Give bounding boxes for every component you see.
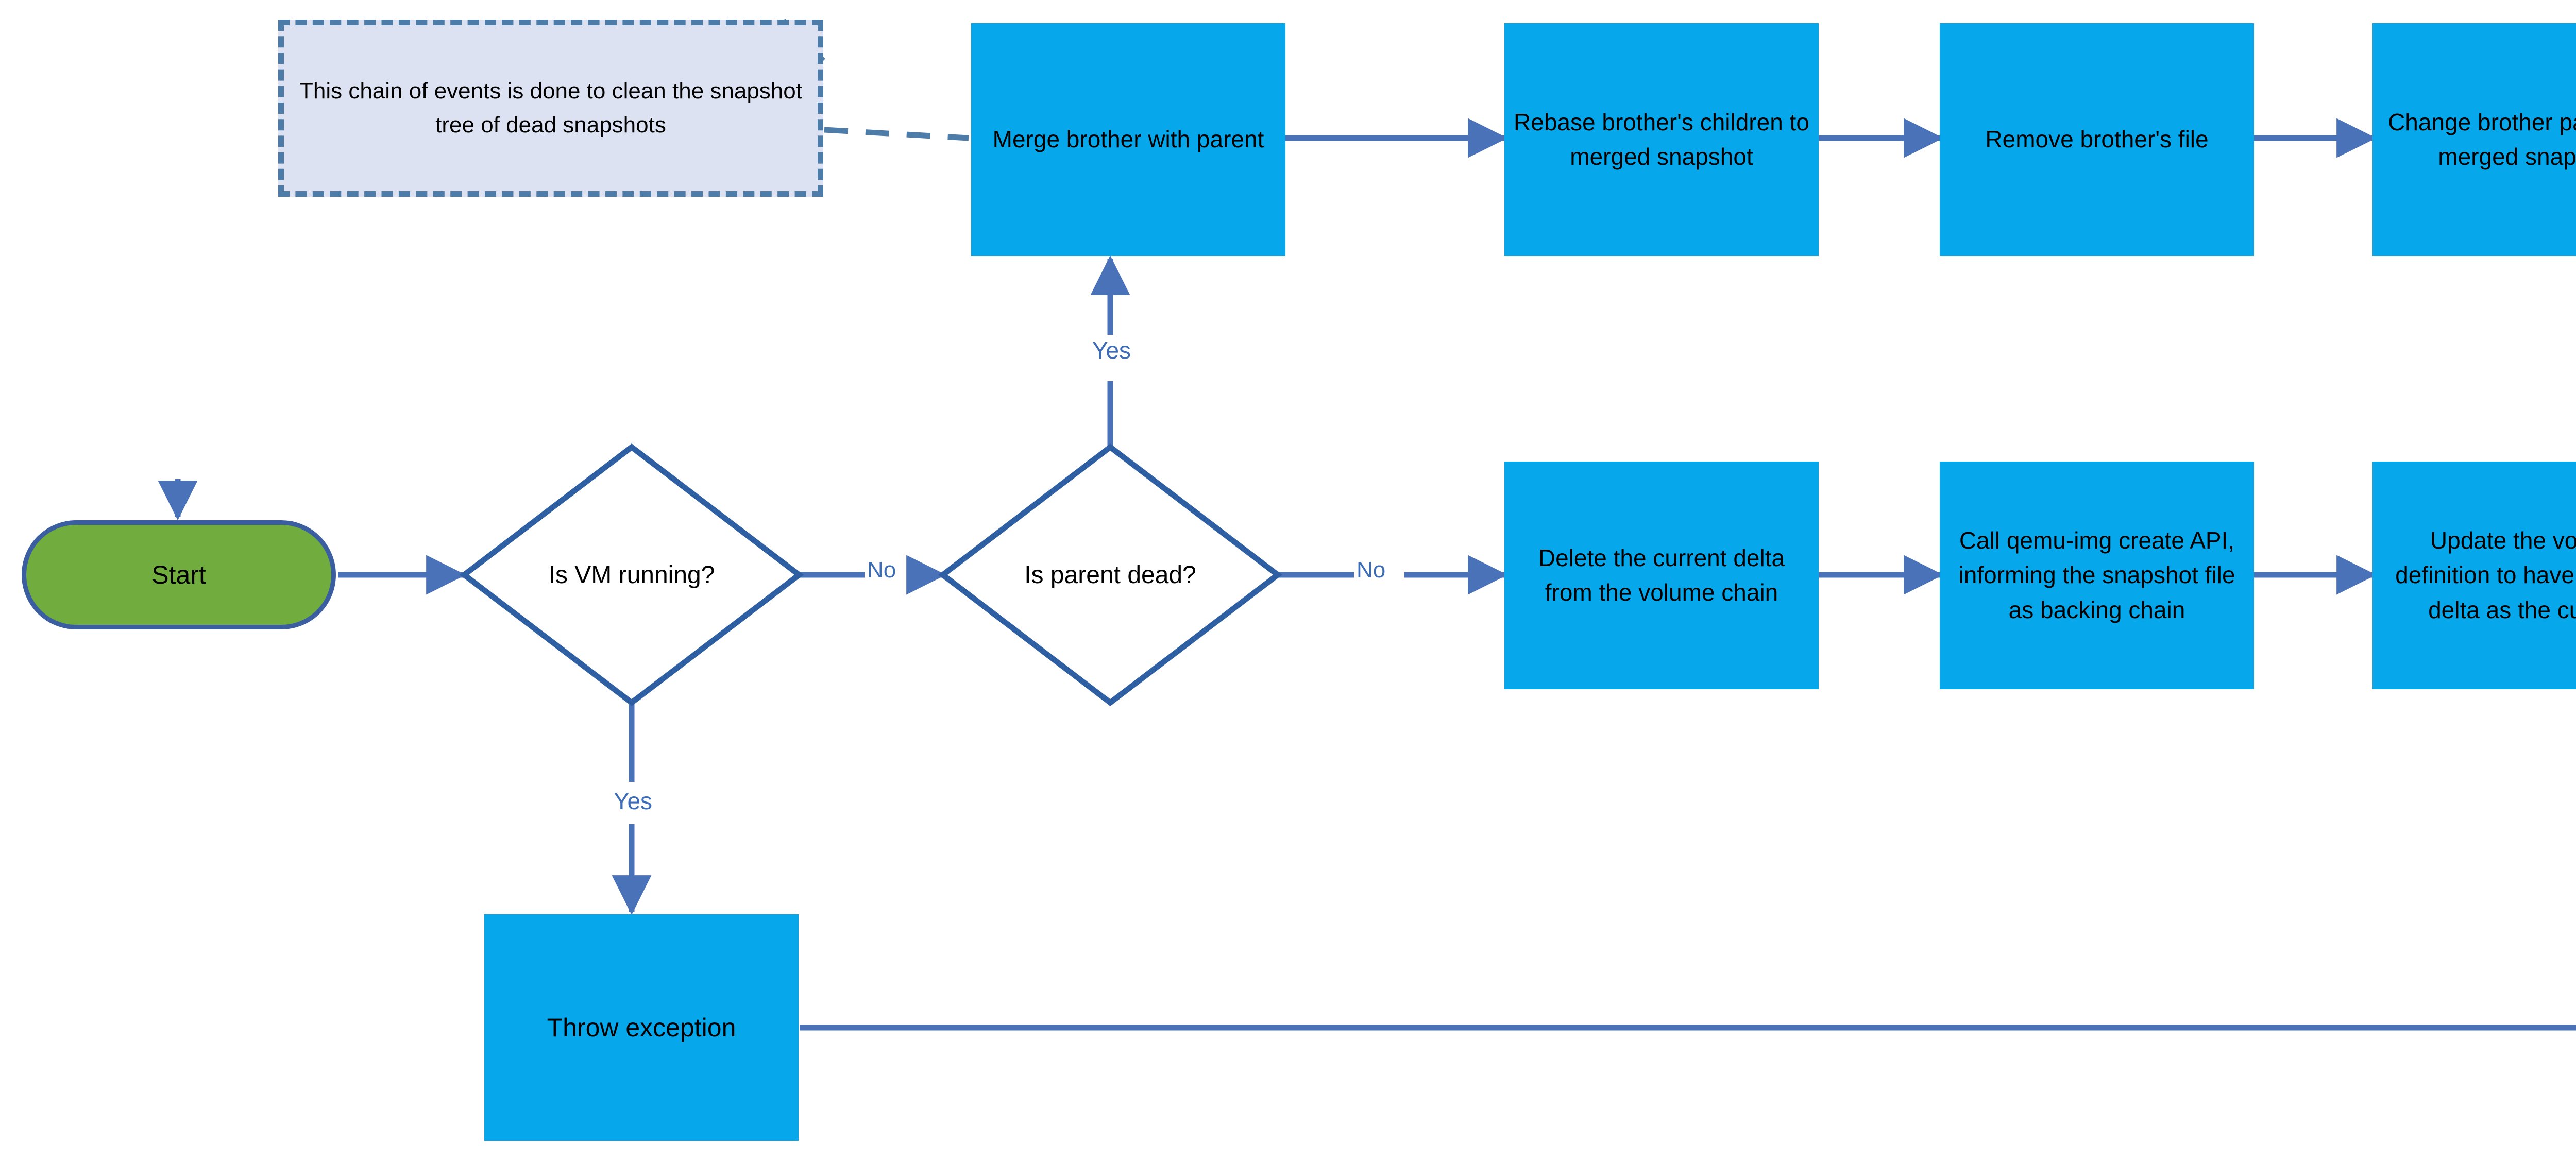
- edge-label-vm-running-yes: Yes: [611, 787, 655, 815]
- node-call-qemu-img[interactable]: Call qemu-img create API, informing the …: [1940, 462, 2254, 689]
- node-call-qemu-img-label: Call qemu-img create API, informing the …: [1958, 527, 2235, 623]
- node-change-brother-path-label: Change brother path to the merged snapsh…: [2388, 108, 2576, 170]
- edge-label-parent-dead-yes-text: Yes: [1092, 337, 1131, 364]
- node-update-volume-definition-label: Update the volume definition to have the…: [2395, 527, 2576, 623]
- node-rebase-children-label: Rebase brother's children to merged snap…: [1514, 108, 1809, 170]
- node-merge-brother[interactable]: Merge brother with parent: [971, 23, 1285, 256]
- node-is-vm-running[interactable]: Is VM running?: [479, 541, 784, 609]
- edge-note-to-merge: [824, 127, 969, 141]
- node-throw-exception-label: Throw exception: [547, 1013, 736, 1042]
- edge-label-parent-dead-yes: Yes: [1090, 336, 1134, 364]
- note-text: This chain of events is done to clean th…: [299, 78, 802, 138]
- node-merge-brother-label: Merge brother with parent: [992, 126, 1264, 153]
- edge-label-parent-dead-no-text: No: [1357, 557, 1386, 583]
- node-change-brother-path[interactable]: Change brother path to the merged snapsh…: [2372, 23, 2576, 256]
- node-remove-brother-file-label: Remove brother's file: [1985, 126, 2209, 153]
- node-start[interactable]: Start: [22, 520, 336, 629]
- edge-throwexception-to-end: [800, 1025, 2576, 1031]
- edge-label-vm-running-no-text: No: [867, 557, 896, 583]
- edge-label-vm-running-yes-text: Yes: [614, 788, 653, 814]
- note-callout: This chain of events is done to clean th…: [278, 20, 823, 197]
- node-update-volume-definition[interactable]: Update the volume definition to have the…: [2372, 462, 2576, 689]
- node-start-label: Start: [151, 560, 206, 589]
- edge-label-parent-dead-no: No: [1354, 557, 1388, 583]
- node-delete-current-delta[interactable]: Delete the current delta from the volume…: [1504, 462, 1819, 689]
- node-remove-brother-file[interactable]: Remove brother's file: [1940, 23, 2254, 256]
- node-rebase-children[interactable]: Rebase brother's children to merged snap…: [1504, 23, 1819, 256]
- node-delete-current-delta-label: Delete the current delta from the volume…: [1538, 544, 1785, 606]
- edge-label-vm-running-no: No: [865, 557, 899, 583]
- node-is-parent-dead[interactable]: Is parent dead?: [958, 541, 1263, 609]
- node-is-parent-dead-label: Is parent dead?: [1024, 561, 1196, 589]
- node-throw-exception[interactable]: Throw exception: [484, 914, 799, 1141]
- node-is-vm-running-label: Is VM running?: [548, 561, 715, 589]
